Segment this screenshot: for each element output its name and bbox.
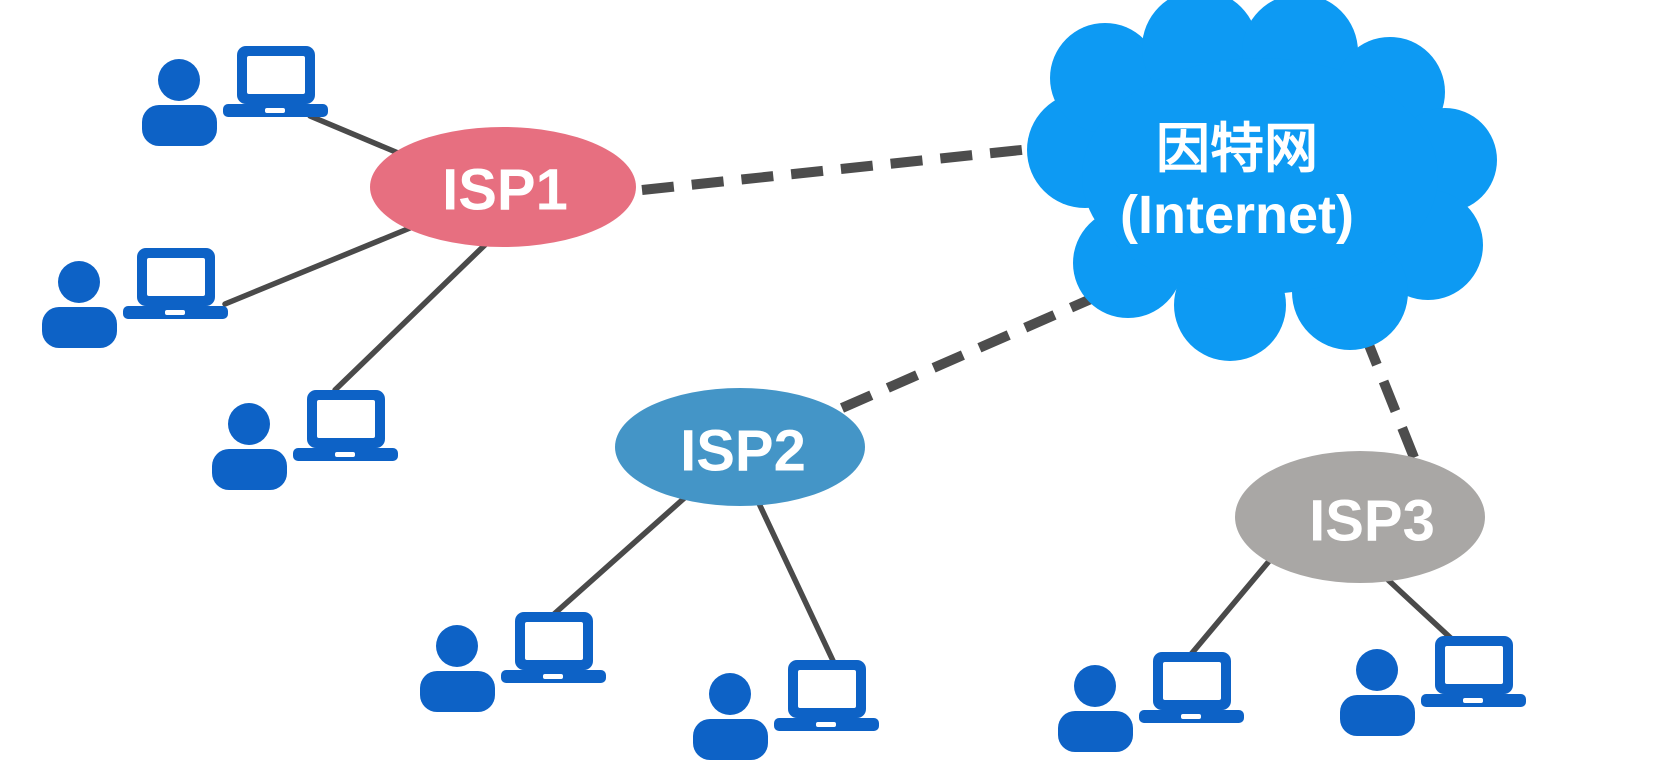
isp1-internet-link bbox=[641, 143, 1041, 195]
isp1-label: ISP1 bbox=[442, 157, 568, 222]
isp1-node: ISP1 bbox=[370, 127, 636, 247]
isp3-ellipse bbox=[1235, 451, 1485, 583]
isp1-user1-link bbox=[307, 113, 413, 161]
backbone-links bbox=[641, 143, 1420, 462]
internet-cloud-label-zh: 因特网 bbox=[1156, 119, 1318, 179]
isp3-label: ISP3 bbox=[1309, 488, 1435, 553]
user-laptop-icon bbox=[42, 248, 228, 348]
isp1-user3-link bbox=[332, 237, 493, 393]
isp2-label: ISP2 bbox=[680, 418, 806, 483]
isp1-ellipse bbox=[370, 127, 636, 247]
isp2-user4-link bbox=[550, 490, 693, 618]
user-laptop-icon bbox=[212, 390, 398, 490]
internet-cloud-node: 因特网 (Internet) bbox=[1027, 0, 1497, 361]
internet-cloud-label-en: (Internet) bbox=[1120, 185, 1354, 245]
user-laptop-icon bbox=[420, 612, 606, 712]
isp2-user5-link bbox=[752, 492, 838, 668]
internet-cloud-shape bbox=[1027, 0, 1497, 361]
isp3-node: ISP3 bbox=[1235, 451, 1485, 583]
user-laptop-icon bbox=[1340, 636, 1526, 736]
user-laptop-icon bbox=[1058, 652, 1244, 752]
isp2-internet-link bbox=[839, 290, 1103, 413]
user-laptop-icon bbox=[142, 46, 328, 146]
isp1-user2-link bbox=[222, 225, 413, 307]
isp3-user6-link bbox=[1179, 557, 1273, 668]
user-laptop-icon bbox=[693, 660, 879, 760]
isp3-internet-link bbox=[1360, 333, 1420, 462]
isp2-ellipse bbox=[615, 388, 865, 506]
isp2-node: ISP2 bbox=[615, 388, 865, 506]
